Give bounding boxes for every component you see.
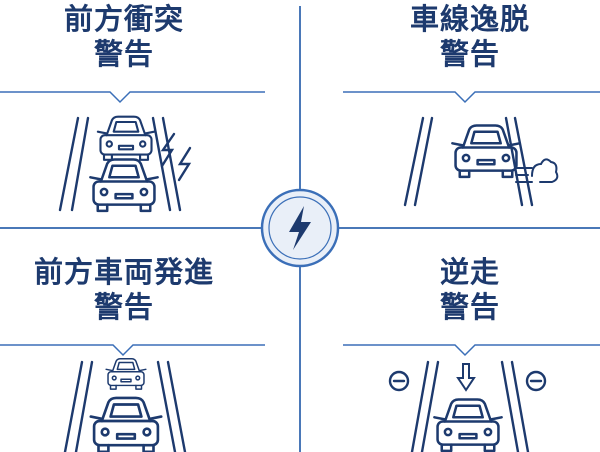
lightning-bolt-icon [289,206,311,250]
title-lane-departure-line1: 車線逸脱 [409,2,530,36]
title-forward-collision: 前方衝突 警告 [0,2,254,72]
title-lane-departure-line2: 警告 [439,37,500,71]
callout-line-lane-departure [343,91,600,104]
callout-line-wrong-way [343,344,600,357]
title-wrong-way-line1: 逆走 [439,255,500,289]
car-drifting-lane-icon [403,116,559,207]
title-front-car-start-line1: 前方車両発進 [33,255,214,289]
car-wrong-way-icon [388,360,547,452]
title-wrong-way: 逆走 警告 [340,255,600,325]
title-front-car-start: 前方車両発進 警告 [0,255,254,325]
two-cars-collision-icon [58,115,192,213]
car-following-start-icon [63,358,187,452]
title-front-car-start-line2: 警告 [93,290,154,324]
title-wrong-way-line2: 警告 [439,290,500,324]
callout-line-forward-collision [0,91,265,104]
title-lane-departure: 車線逸脱 警告 [340,2,600,72]
title-forward-collision-line1: 前方衝突 [63,2,184,36]
title-forward-collision-line2: 警告 [93,37,154,71]
callout-line-front-car-start [0,344,265,357]
